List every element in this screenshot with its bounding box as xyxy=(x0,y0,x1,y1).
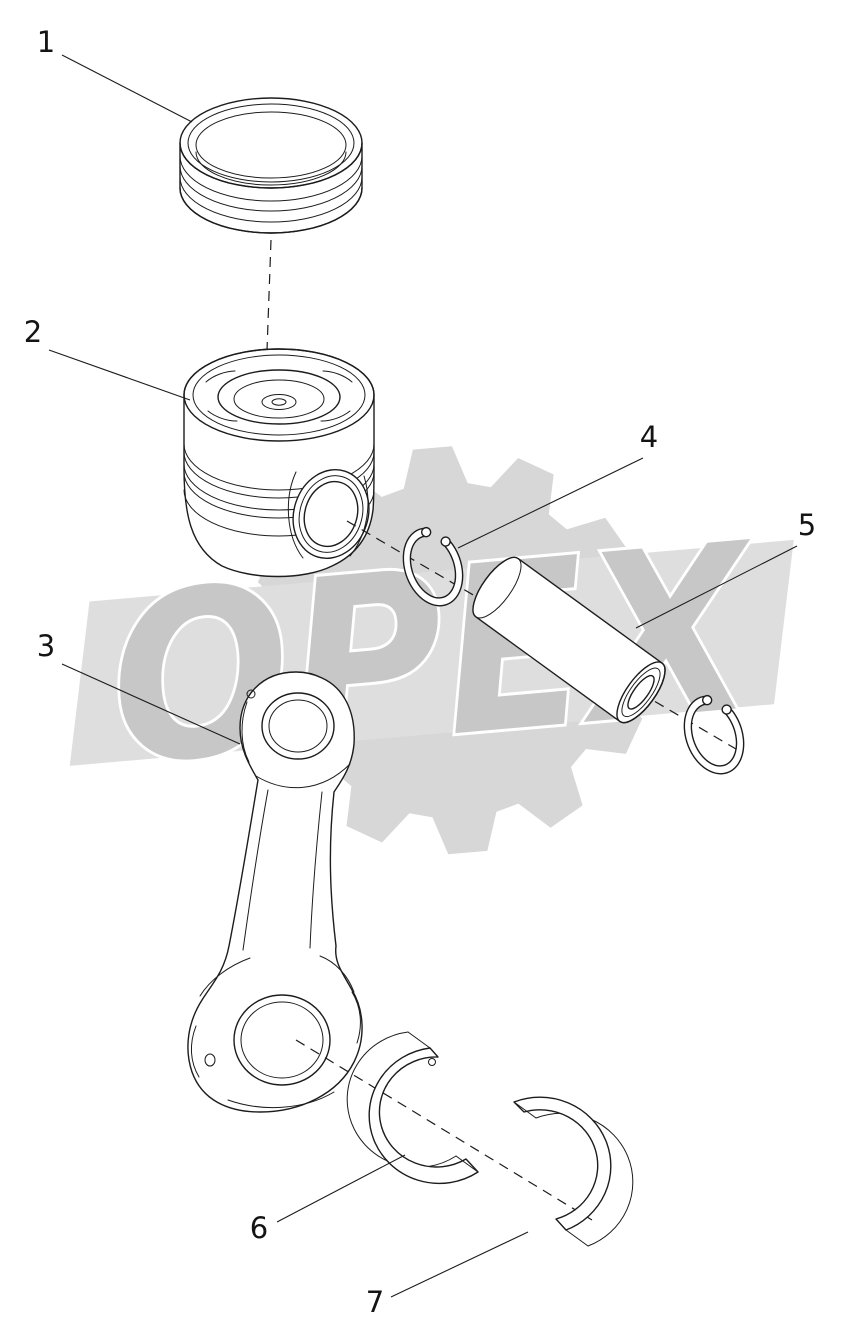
small-end-underside xyxy=(255,763,351,789)
piston-bowl-inner xyxy=(233,379,325,419)
pin-bore-hole xyxy=(627,674,655,710)
callout-label-6: 6 xyxy=(250,1211,268,1245)
big-end-shoulder-left xyxy=(199,957,251,997)
shaft-ibeam-left xyxy=(242,789,269,951)
pin-boss-contours xyxy=(287,471,369,559)
bearing-shell-upper xyxy=(346,1031,479,1185)
bolt-hole xyxy=(204,1053,216,1067)
big-end-bottom-chamfer xyxy=(227,1091,335,1108)
callout-label-7: 7 xyxy=(366,1285,384,1319)
valve-relief-notches xyxy=(205,370,353,422)
pin-bore-chamfer xyxy=(298,475,364,553)
callout-line-3 xyxy=(61,663,241,745)
callout-lines xyxy=(48,54,798,1298)
big-end-bore xyxy=(233,994,331,1086)
pin-near-rim xyxy=(616,661,666,724)
big-end-boss-right xyxy=(351,991,361,1044)
callout-line-1 xyxy=(61,54,193,123)
callout-label-2: 2 xyxy=(24,315,42,349)
ring-set-inner-wall xyxy=(195,151,347,186)
big-end-chamfer xyxy=(240,1001,324,1079)
piston xyxy=(183,348,375,578)
ring-separation-lines xyxy=(179,155,363,223)
callout-line-4 xyxy=(457,457,644,549)
big-end-shoulder-right xyxy=(319,955,355,993)
small-end-bore xyxy=(261,692,335,760)
shell-lower-body xyxy=(513,1096,612,1231)
piston-axis-dashed-line xyxy=(265,239,272,379)
callout-line-6 xyxy=(276,1154,406,1223)
ring-set-rim xyxy=(187,103,355,183)
small-end-thickness xyxy=(241,701,250,763)
shell-lower-back-rim xyxy=(535,1112,634,1247)
ring-set-top-edge xyxy=(179,97,363,189)
callout-label-4: 4 xyxy=(640,420,658,454)
piston-crown-edge xyxy=(183,348,375,442)
piston-ring-set xyxy=(179,97,363,234)
callout-label-1: 1 xyxy=(37,25,55,59)
callout-line-2 xyxy=(48,349,191,401)
callout-line-5 xyxy=(635,545,798,629)
callout-label-3: 3 xyxy=(37,629,55,663)
crank-axis-dashed-line xyxy=(295,1039,593,1221)
small-end-chamfer xyxy=(268,699,328,753)
shell-upper-end-faces xyxy=(407,1031,479,1173)
connecting-rod xyxy=(187,671,363,1113)
piston-bowl-hub xyxy=(261,394,297,410)
piston-ring-grooves xyxy=(183,443,375,537)
piston-bowl-outer xyxy=(217,369,341,425)
callout-line-7 xyxy=(390,1231,529,1298)
shell-upper-oil-hole xyxy=(428,1058,436,1066)
shell-lower-end-faces xyxy=(513,1101,589,1247)
big-end-boss-left xyxy=(191,1025,200,1078)
bearing-shell-lower xyxy=(513,1096,634,1247)
shell-upper-body xyxy=(368,1047,479,1185)
callout-label-5: 5 xyxy=(798,508,816,542)
ring-set-bottom-edge xyxy=(179,187,363,234)
pin-bore-outer xyxy=(292,469,370,559)
shaft-ibeam-right xyxy=(309,791,323,949)
piston-bowl-center xyxy=(271,398,287,406)
watermark: OPEX xyxy=(69,446,794,855)
callout-labels: 1 2 3 4 5 6 7 xyxy=(24,25,816,1319)
shell-upper-back-rim xyxy=(346,1031,457,1168)
pin-far-rim xyxy=(472,556,522,619)
piston-crown-rim xyxy=(192,354,366,436)
pin-bore-inner xyxy=(303,480,359,548)
piston-pin xyxy=(472,556,666,724)
pin-near-chamfer xyxy=(621,667,661,718)
ring-set-opening xyxy=(195,111,347,179)
small-end-oil-hole xyxy=(246,689,256,699)
